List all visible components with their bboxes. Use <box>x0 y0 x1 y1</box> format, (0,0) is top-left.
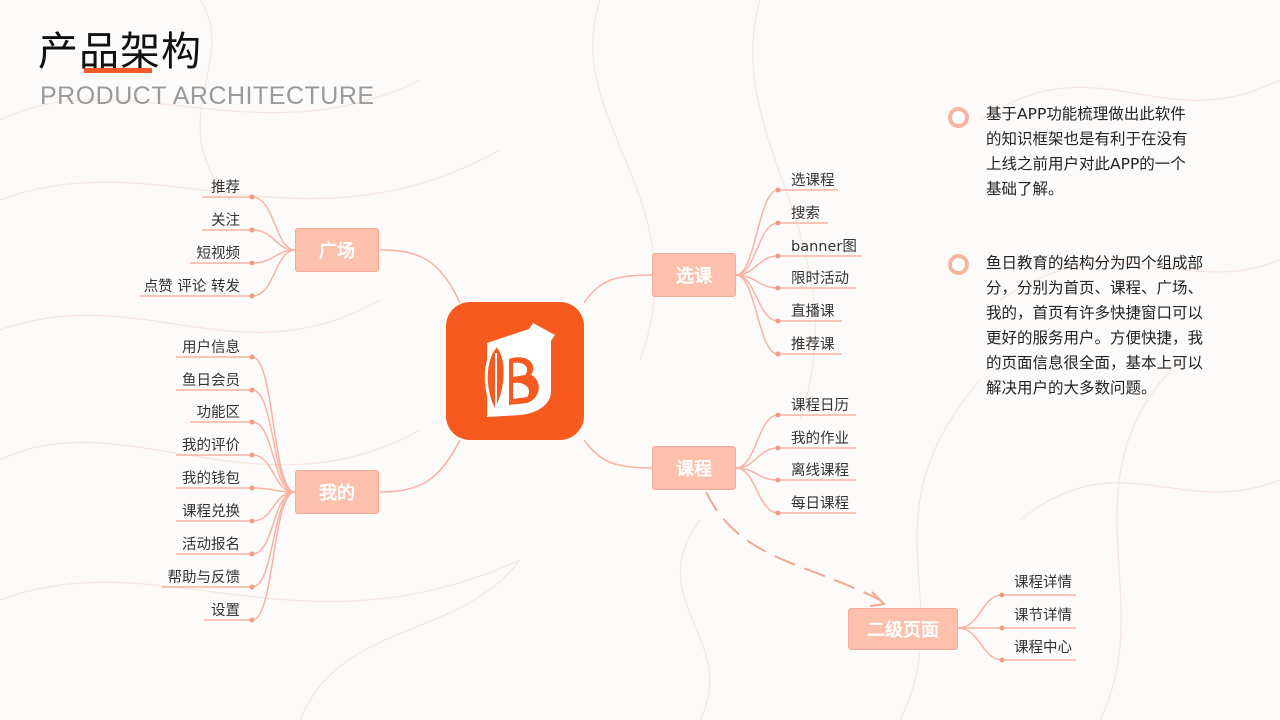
note-bullet-icon <box>948 107 969 128</box>
branch-node-guangchang: 广场 <box>295 228 379 272</box>
leaf-xuanke: 直播课 <box>791 304 835 320</box>
leaf-erji: 课程详情 <box>1014 575 1072 591</box>
leaf-wode: 帮助与反馈 <box>167 570 241 586</box>
leaf-xuanke: 选课程 <box>791 173 835 189</box>
note-line: 上线之前用户对此APP的一个 <box>986 155 1186 173</box>
branch-node-erji: 二级页面 <box>848 608 958 650</box>
leaf-guangchang: 短视频 <box>196 246 241 262</box>
page-title: 产品架构 <box>38 29 202 75</box>
branch-node-kecheng: 课程 <box>652 446 736 490</box>
leaf-wode: 课程兑换 <box>182 504 240 520</box>
note-line: 分，分别为首页、课程、广场、 <box>986 279 1204 297</box>
leaf-kecheng: 离线课程 <box>791 463 849 479</box>
leaf-kecheng: 我的作业 <box>791 431 849 447</box>
note-line: 的页面信息很全面，基本上可以 <box>986 354 1204 372</box>
leaf-wode: 鱼日会员 <box>182 373 240 389</box>
note-paragraph-2: 鱼日教育的结构分为四个组成部 分，分别为首页、课程、广场、 我的，首页有许多快捷… <box>986 251 1246 401</box>
title-accent-bar <box>84 68 152 73</box>
note-line: 我的，首页有许多快捷窗口可以 <box>986 304 1204 322</box>
leaf-xuanke: 搜索 <box>791 206 820 222</box>
leaf-xuanke: 推荐课 <box>791 337 835 353</box>
branch-node-xuanke: 选课 <box>652 253 736 297</box>
note-line: 解决用户的大多数问题。 <box>986 379 1157 397</box>
leaf-erji: 课节详情 <box>1014 608 1072 624</box>
leaf-wode: 我的钱包 <box>182 471 240 487</box>
leaf-kecheng: 课程日历 <box>791 398 849 414</box>
leaf-wode: 用户信息 <box>182 340 240 356</box>
leaf-wode: 设置 <box>211 603 240 619</box>
note-paragraph-1: 基于APP功能梳理做出此软件 的知识框架也是有利于在没有 上线之前用户对此APP… <box>986 102 1226 202</box>
leaf-guangchang: 关注 <box>211 213 240 229</box>
leaf-guangchang: 推荐 <box>211 180 240 196</box>
leaf-xuanke: banner图 <box>791 239 857 255</box>
note-bullet-icon <box>948 254 969 275</box>
leaf-erji: 课程中心 <box>1014 640 1072 656</box>
leaf-guangchang: 点赞 评论 转发 <box>143 279 240 295</box>
branch-node-wode: 我的 <box>295 470 379 514</box>
note-line: 更好的服务用户。方便快捷，我 <box>986 329 1204 347</box>
page-subtitle: PRODUCT ARCHITECTURE <box>40 82 375 110</box>
note-line: 基础了解。 <box>986 180 1064 198</box>
book-app-logo-icon <box>446 302 584 440</box>
leaf-kecheng: 每日课程 <box>791 496 849 512</box>
leaf-wode: 活动报名 <box>182 537 240 553</box>
leaf-wode: 功能区 <box>196 405 241 421</box>
note-line: 鱼日教育的结构分为四个组成部 <box>986 254 1204 272</box>
note-line: 的知识框架也是有利于在没有 <box>986 130 1188 148</box>
leaf-xuanke: 限时活动 <box>791 271 849 287</box>
note-line: 基于APP功能梳理做出此软件 <box>986 105 1186 123</box>
leaf-wode: 我的评价 <box>182 438 240 454</box>
